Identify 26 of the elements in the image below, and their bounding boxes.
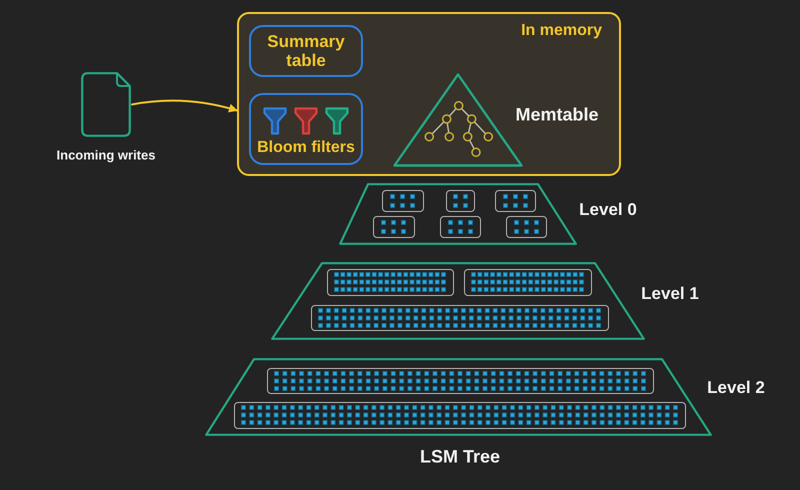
level-label: Level 1 bbox=[641, 284, 699, 304]
level-label: Level 0 bbox=[579, 200, 637, 220]
block-container bbox=[446, 190, 475, 212]
box-label: Bloom filters bbox=[257, 138, 355, 158]
arrow bbox=[131, 100, 238, 113]
trapezoid-shape bbox=[339, 183, 577, 245]
shape-label: Memtable bbox=[515, 104, 599, 126]
block-container bbox=[495, 190, 536, 212]
block-container bbox=[440, 216, 481, 238]
icon-caption: Incoming writes bbox=[56, 148, 156, 164]
block-container bbox=[382, 190, 424, 212]
component-box bbox=[249, 25, 363, 77]
component-box bbox=[249, 93, 363, 165]
block-container bbox=[327, 269, 454, 296]
block-container bbox=[373, 216, 415, 238]
document-icon bbox=[81, 72, 131, 137]
block-container bbox=[311, 305, 609, 331]
block-container bbox=[506, 216, 547, 238]
block-container bbox=[267, 368, 654, 394]
block-container bbox=[464, 269, 592, 296]
caption: LSM Tree bbox=[420, 446, 500, 468]
panel-heading: In memory bbox=[521, 22, 602, 40]
block-container bbox=[234, 402, 686, 429]
memory-panel bbox=[237, 12, 621, 176]
level-label: Level 2 bbox=[707, 378, 765, 398]
box-label: Summary table bbox=[266, 32, 346, 70]
